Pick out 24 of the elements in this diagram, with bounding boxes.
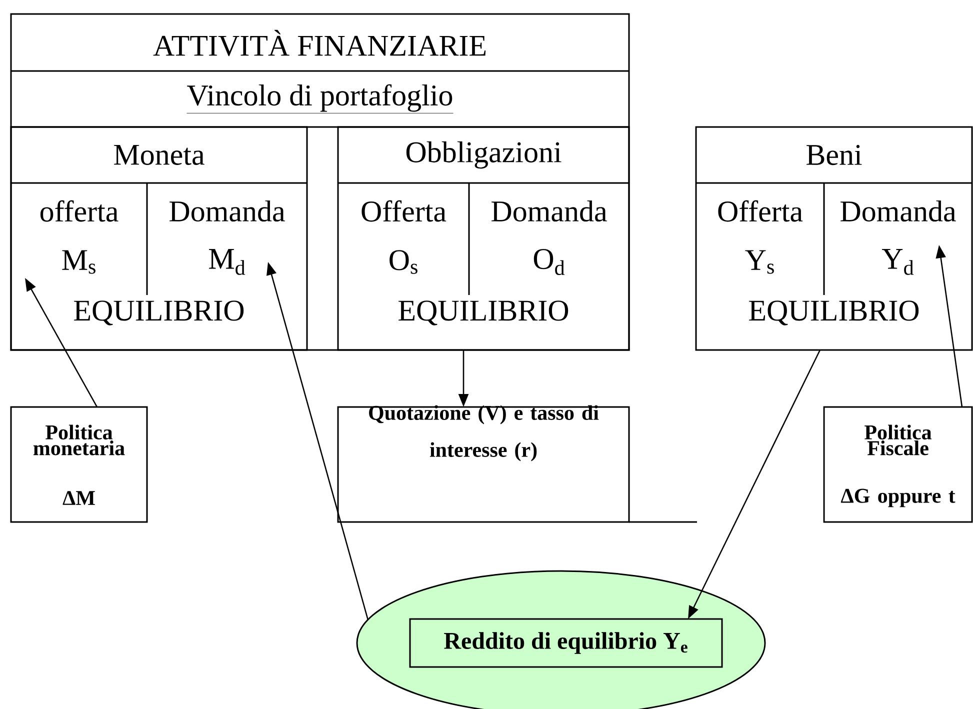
symbol: Y$_{s}$ xyxy=(745,250,774,274)
cell-label: Domanda xyxy=(170,200,285,222)
policy-box: Politica Fiscale ΔG oppure t xyxy=(823,406,973,523)
subheading: Vincolo di portafoglio xyxy=(186,84,454,114)
symbol: M$_{s}$ xyxy=(62,250,96,274)
cell-label: Offerta xyxy=(362,200,446,222)
symbol: M$_{d}$ xyxy=(209,249,246,275)
symbol: O$_{d}$ xyxy=(534,248,565,276)
equilibrium-label: EQUILIBRIO xyxy=(398,300,568,326)
policy-box: Politica monetaria ΔM xyxy=(10,406,148,523)
ellipse xyxy=(356,570,766,709)
symbol: Y$_{d}$ xyxy=(882,249,914,275)
equilibrium-label: EQUILIBRIO xyxy=(74,300,244,326)
cell-label: offerta xyxy=(40,200,118,222)
heading: Moneta xyxy=(114,145,204,165)
heading: ATTIVITÀ FINANZIARIE xyxy=(153,30,486,56)
heading: Obbligazioni xyxy=(406,141,562,169)
symbol: O$_{s}$ xyxy=(390,250,418,274)
cell-label: Offerta xyxy=(718,200,803,222)
cell-label: Domanda xyxy=(492,200,607,222)
result-box: Reddito di equilibrio Y$_{e}$ xyxy=(409,618,723,668)
equilibrium-label: EQUILIBRIO xyxy=(749,300,919,326)
heading: Beni xyxy=(806,144,862,166)
cell-label: Domanda xyxy=(840,200,956,222)
